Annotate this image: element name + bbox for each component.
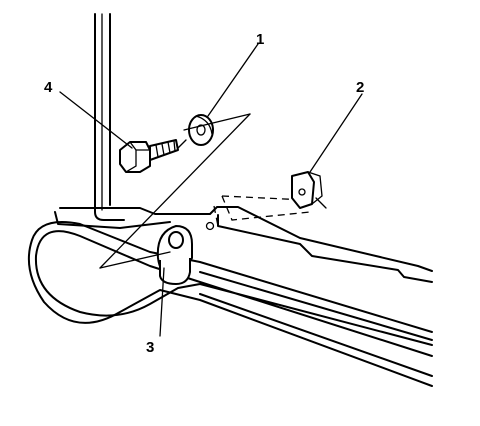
leader-lines <box>59 43 363 337</box>
bolt <box>119 139 179 173</box>
leader-line-2 <box>309 93 363 173</box>
body-panel <box>54 206 433 283</box>
clip-nut <box>291 171 327 209</box>
alignment-dashes <box>213 195 311 227</box>
leader-line-1 <box>207 43 259 117</box>
leader-line-4 <box>59 91 133 149</box>
line-retainer-clip <box>156 221 215 285</box>
fuel-lines <box>27 221 433 387</box>
callout-4: 4 <box>44 79 53 96</box>
vertical-frame-post <box>94 13 125 221</box>
washer <box>188 114 214 146</box>
callout-3: 3 <box>146 339 154 356</box>
callout-1: 1 <box>256 31 264 48</box>
callout-2: 2 <box>356 79 364 96</box>
explosion-guide-lines <box>99 113 251 269</box>
leader-line-3 <box>159 267 165 337</box>
